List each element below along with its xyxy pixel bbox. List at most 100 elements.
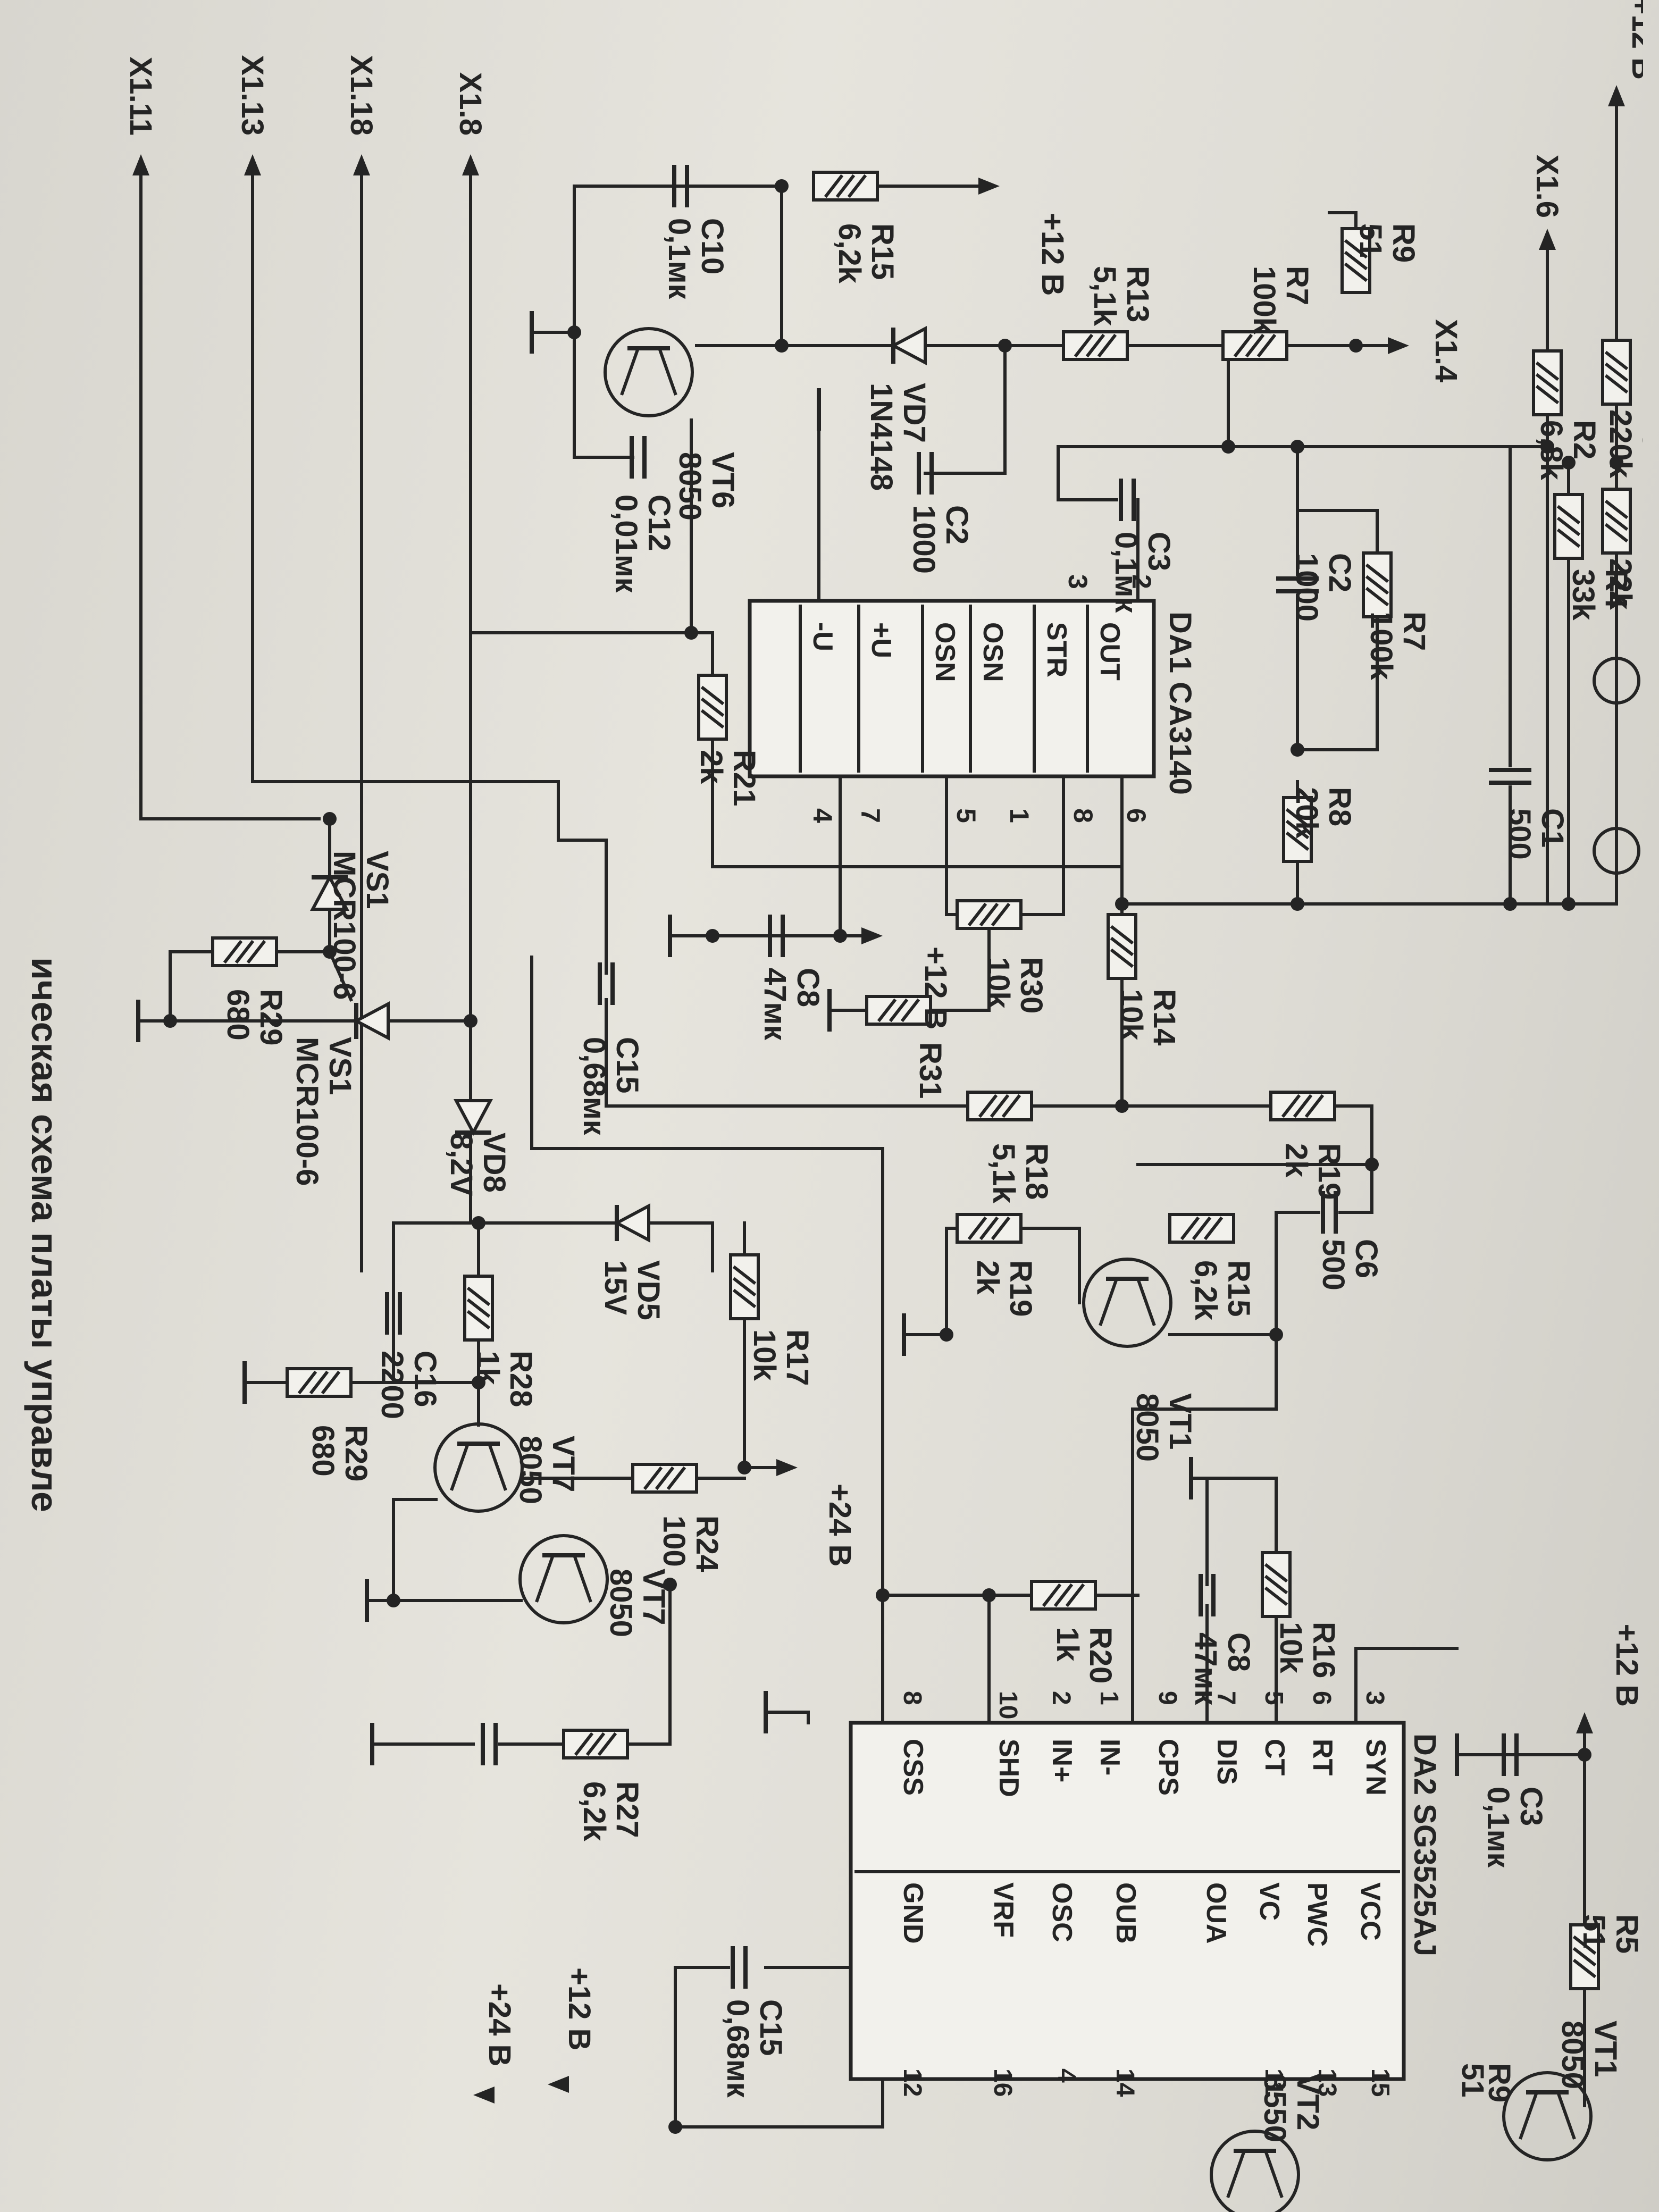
junction-dot <box>982 1588 996 1602</box>
da1-pin-number: 3 <box>1063 574 1093 589</box>
transistor-body <box>1210 2130 1300 2212</box>
resistor-r29 <box>286 1367 353 1398</box>
da2-pin-label: IN- <box>1094 1739 1125 1775</box>
resistor-r14 <box>1168 1213 1235 1244</box>
power-label: +12 B <box>1610 1624 1643 1707</box>
capacitor-value: 500 <box>1316 1239 1351 1291</box>
power-label: +12 B <box>1626 0 1643 80</box>
diode-vd3 <box>890 326 927 365</box>
resistor-ref: R8 <box>1322 787 1357 826</box>
arrow-icon <box>776 1459 798 1476</box>
da1-pin-number: 1 <box>1004 808 1034 823</box>
diode-body <box>454 1099 493 1136</box>
resistor-mark <box>597 1732 617 1756</box>
diode-value: MCR100-6 <box>290 1037 324 1186</box>
resistor-r8 <box>1282 796 1313 863</box>
junction-dot <box>323 812 337 826</box>
da2-pin-number: 3 <box>1361 1691 1389 1705</box>
transistor-vt7 <box>518 1534 609 1624</box>
junction-dot <box>1540 440 1554 454</box>
resistor-mark <box>700 709 725 729</box>
junction-dot <box>1578 1748 1591 1762</box>
junction-dot <box>464 1014 477 1028</box>
arrow-icon <box>1388 337 1409 354</box>
capacitor-ref: C1 <box>1535 808 1570 848</box>
connector-label: X1.13 <box>235 55 270 136</box>
resistor-r21 <box>697 674 728 741</box>
resistor-mark <box>466 1286 491 1306</box>
diode-body <box>310 874 349 911</box>
resistor-value: 1k <box>1050 1627 1085 1662</box>
capacitor-value: 0,01мк <box>609 495 643 593</box>
diode-ref: VD7 <box>897 383 932 443</box>
transistor-body <box>433 1422 524 1513</box>
junction-dot <box>940 1328 953 1342</box>
wire <box>557 839 608 975</box>
da2-pin-label: SHD <box>993 1739 1024 1797</box>
resistor-mark <box>700 685 725 706</box>
capacitor-value: 0,68мк <box>577 1037 611 1136</box>
resistor-mark <box>847 174 867 198</box>
da1-pin-label: OSN <box>977 622 1008 682</box>
resistor-mark <box>978 1094 998 1118</box>
bus-x1-13 <box>251 163 560 842</box>
resistor-value: 10k <box>1114 989 1149 1041</box>
arrow-icon <box>1539 229 1556 250</box>
da2-pin-label: SYN <box>1360 1739 1391 1796</box>
wire <box>1131 1333 1278 1724</box>
resistor-mark <box>655 1466 675 1490</box>
resistor-ref: R17 <box>780 1329 815 1386</box>
resistor-value: 5,1k <box>1087 266 1122 326</box>
resistor-value: 6,2k <box>577 1781 611 1842</box>
da2-pin-label: RT <box>1307 1739 1338 1776</box>
wire <box>674 2072 884 2129</box>
resistor-mark <box>585 1732 606 1756</box>
resistor-mark <box>1293 1094 1313 1118</box>
transistor-ref: VT1 <box>1588 2021 1623 2077</box>
junction-dot <box>1365 1158 1379 1171</box>
resistor-mark <box>1304 1094 1325 1118</box>
connector-label: X1.6 <box>1530 155 1564 218</box>
da2-pin-number: 16 <box>988 2068 1017 2097</box>
capacitor-ref: C2 <box>1322 553 1357 592</box>
da1-pin-number: 5 <box>951 808 981 823</box>
resistor-r19 <box>956 1213 1023 1244</box>
resistor-mark <box>1535 373 1560 393</box>
led-icon <box>1593 827 1640 875</box>
resistor-ref: R9 <box>1386 223 1421 263</box>
capacitor-c5 <box>1119 479 1136 521</box>
resistor-mark <box>223 940 243 964</box>
resistor-ref: R1 <box>1636 558 1643 598</box>
capacitor-ref: C8 <box>1221 1632 1256 1672</box>
diode-vd8 <box>310 874 349 911</box>
capacitor-value: 500 <box>1502 808 1537 860</box>
resistor-ref: R21 <box>727 750 761 806</box>
transistor-lead <box>572 1553 592 1603</box>
resistor-r30 <box>956 899 1023 930</box>
resistor-value: 2k <box>970 1260 1005 1295</box>
resistor-r6 <box>1221 330 1288 361</box>
da1-pin-label: OSN <box>929 622 960 682</box>
da2-pin-number: 1 <box>1095 1691 1123 1705</box>
wire <box>945 775 959 916</box>
capacitor-value: 2200 <box>375 1351 409 1419</box>
wires <box>137 89 1618 2129</box>
caption: ическая схема платы управле <box>24 957 65 1512</box>
da2-pin-number: 13 <box>1313 2068 1341 2097</box>
resistor-mark <box>1365 575 1389 595</box>
resistor-r3 <box>1601 339 1632 406</box>
da1-pin-number: 4 <box>808 808 837 823</box>
resistor-mark <box>979 1216 999 1241</box>
resistor-mark <box>1344 239 1368 259</box>
resistor-mark <box>234 940 255 964</box>
da2-chip <box>849 1721 1406 2081</box>
junction-dot <box>706 929 719 943</box>
resistor-mark <box>732 1288 757 1309</box>
resistor-mark <box>732 1277 757 1297</box>
resistor-mark <box>1285 808 1310 828</box>
arrow-icon <box>1608 85 1625 106</box>
wire <box>1296 509 1379 555</box>
da2-pin-number: 5 <box>1260 1691 1288 1705</box>
resistor-mark <box>1556 505 1581 525</box>
resistor-mark <box>1110 925 1134 945</box>
